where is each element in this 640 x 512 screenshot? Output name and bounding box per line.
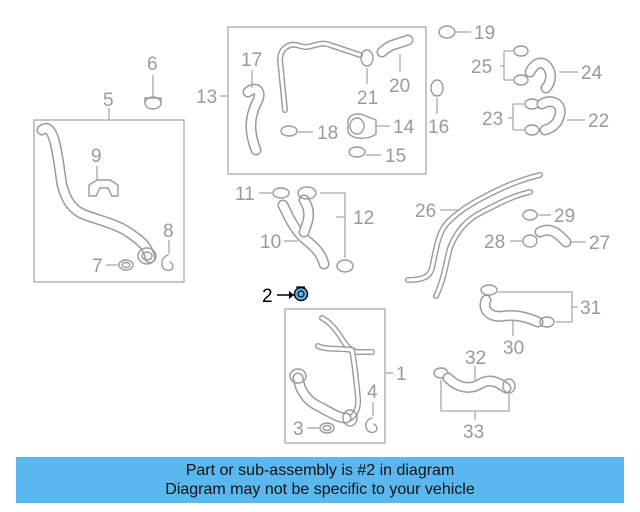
part-14-housing[interactable] (347, 113, 390, 139)
part-23-clamps[interactable] (508, 98, 540, 136)
callout-10: 10 (260, 232, 281, 253)
part-21-clamp[interactable] (360, 49, 374, 84)
callout-12: 12 (353, 208, 374, 229)
callout-18: 18 (317, 123, 338, 144)
part-24-hose[interactable] (524, 57, 578, 94)
callout-33: 33 (463, 422, 484, 443)
callout-23: 23 (482, 109, 503, 130)
callout-13: 13 (196, 87, 217, 108)
callout-16: 16 (428, 117, 449, 138)
part-19-clamp[interactable] (438, 25, 471, 39)
part-6-clamp[interactable] (144, 75, 162, 110)
part-8-clip[interactable] (161, 240, 174, 272)
part-17-hose[interactable] (242, 40, 363, 156)
callout-17: 17 (241, 50, 262, 71)
banner-line-1: Part or sub-assembly is #2 in diagram (185, 462, 455, 479)
callout-30: 30 (503, 338, 524, 359)
callout-4: 4 (367, 382, 378, 403)
callout-20: 20 (389, 76, 410, 97)
part-29-clamp[interactable] (522, 209, 551, 221)
callout-7: 7 (92, 256, 103, 277)
part-15-clamp[interactable] (348, 146, 381, 158)
callout-32: 32 (465, 348, 486, 369)
leader-33 (440, 380, 510, 420)
callout-26: 26 (415, 201, 436, 222)
callout-28: 28 (484, 232, 505, 253)
callout-27: 27 (589, 233, 610, 254)
callout-15: 15 (385, 146, 406, 167)
callout-21: 21 (357, 88, 378, 109)
callout-6: 6 (147, 54, 158, 75)
callout-19: 19 (474, 23, 495, 44)
part-11-clamp[interactable] (259, 187, 290, 199)
callout-14: 14 (393, 117, 415, 138)
part-4-clip[interactable] (365, 402, 378, 434)
part-5-hose[interactable] (36, 122, 157, 265)
leader-31 (498, 291, 578, 323)
callout-29: 29 (554, 206, 575, 227)
part-9-bracket[interactable] (88, 166, 119, 197)
group-box-1 (284, 308, 386, 444)
callout-11: 11 (235, 184, 255, 205)
part-16-clamp[interactable] (430, 79, 444, 114)
callout-31: 31 (580, 298, 601, 319)
callout-5: 5 (103, 90, 114, 111)
part-22-hose[interactable] (536, 96, 585, 136)
callout-3: 3 (293, 419, 304, 440)
part-27-hose[interactable] (534, 224, 586, 248)
part-32-hose[interactable] (433, 366, 516, 394)
part-20-hose[interactable] (376, 34, 414, 72)
part-7-oring[interactable] (106, 259, 134, 271)
callout-1: 1 (396, 364, 407, 385)
part-25-clamps[interactable] (500, 45, 529, 86)
part-2-clamp[interactable] (277, 286, 309, 302)
info-banner: Part or sub-assembly is #2 in diagram Di… (16, 457, 624, 503)
callout-25: 25 (471, 57, 492, 78)
callout-8: 8 (163, 221, 174, 242)
part-12-clamp[interactable] (320, 192, 354, 273)
part-28-clamp[interactable] (510, 234, 538, 248)
callout-9: 9 (91, 146, 102, 167)
part-1-pipe[interactable] (289, 315, 375, 427)
callout-2: 2 (262, 286, 273, 307)
part-3-oring[interactable] (307, 422, 335, 434)
part-18-clamp[interactable] (280, 125, 313, 137)
callout-24: 24 (581, 63, 603, 84)
part-10-hose[interactable] (277, 186, 330, 270)
part-30-hose[interactable] (479, 284, 555, 336)
banner-line-2: Diagram may not be specific to your vehi… (165, 481, 475, 498)
group-box-13 (227, 26, 427, 175)
callout-22: 22 (588, 111, 609, 132)
part-26-pipe[interactable] (405, 172, 543, 299)
